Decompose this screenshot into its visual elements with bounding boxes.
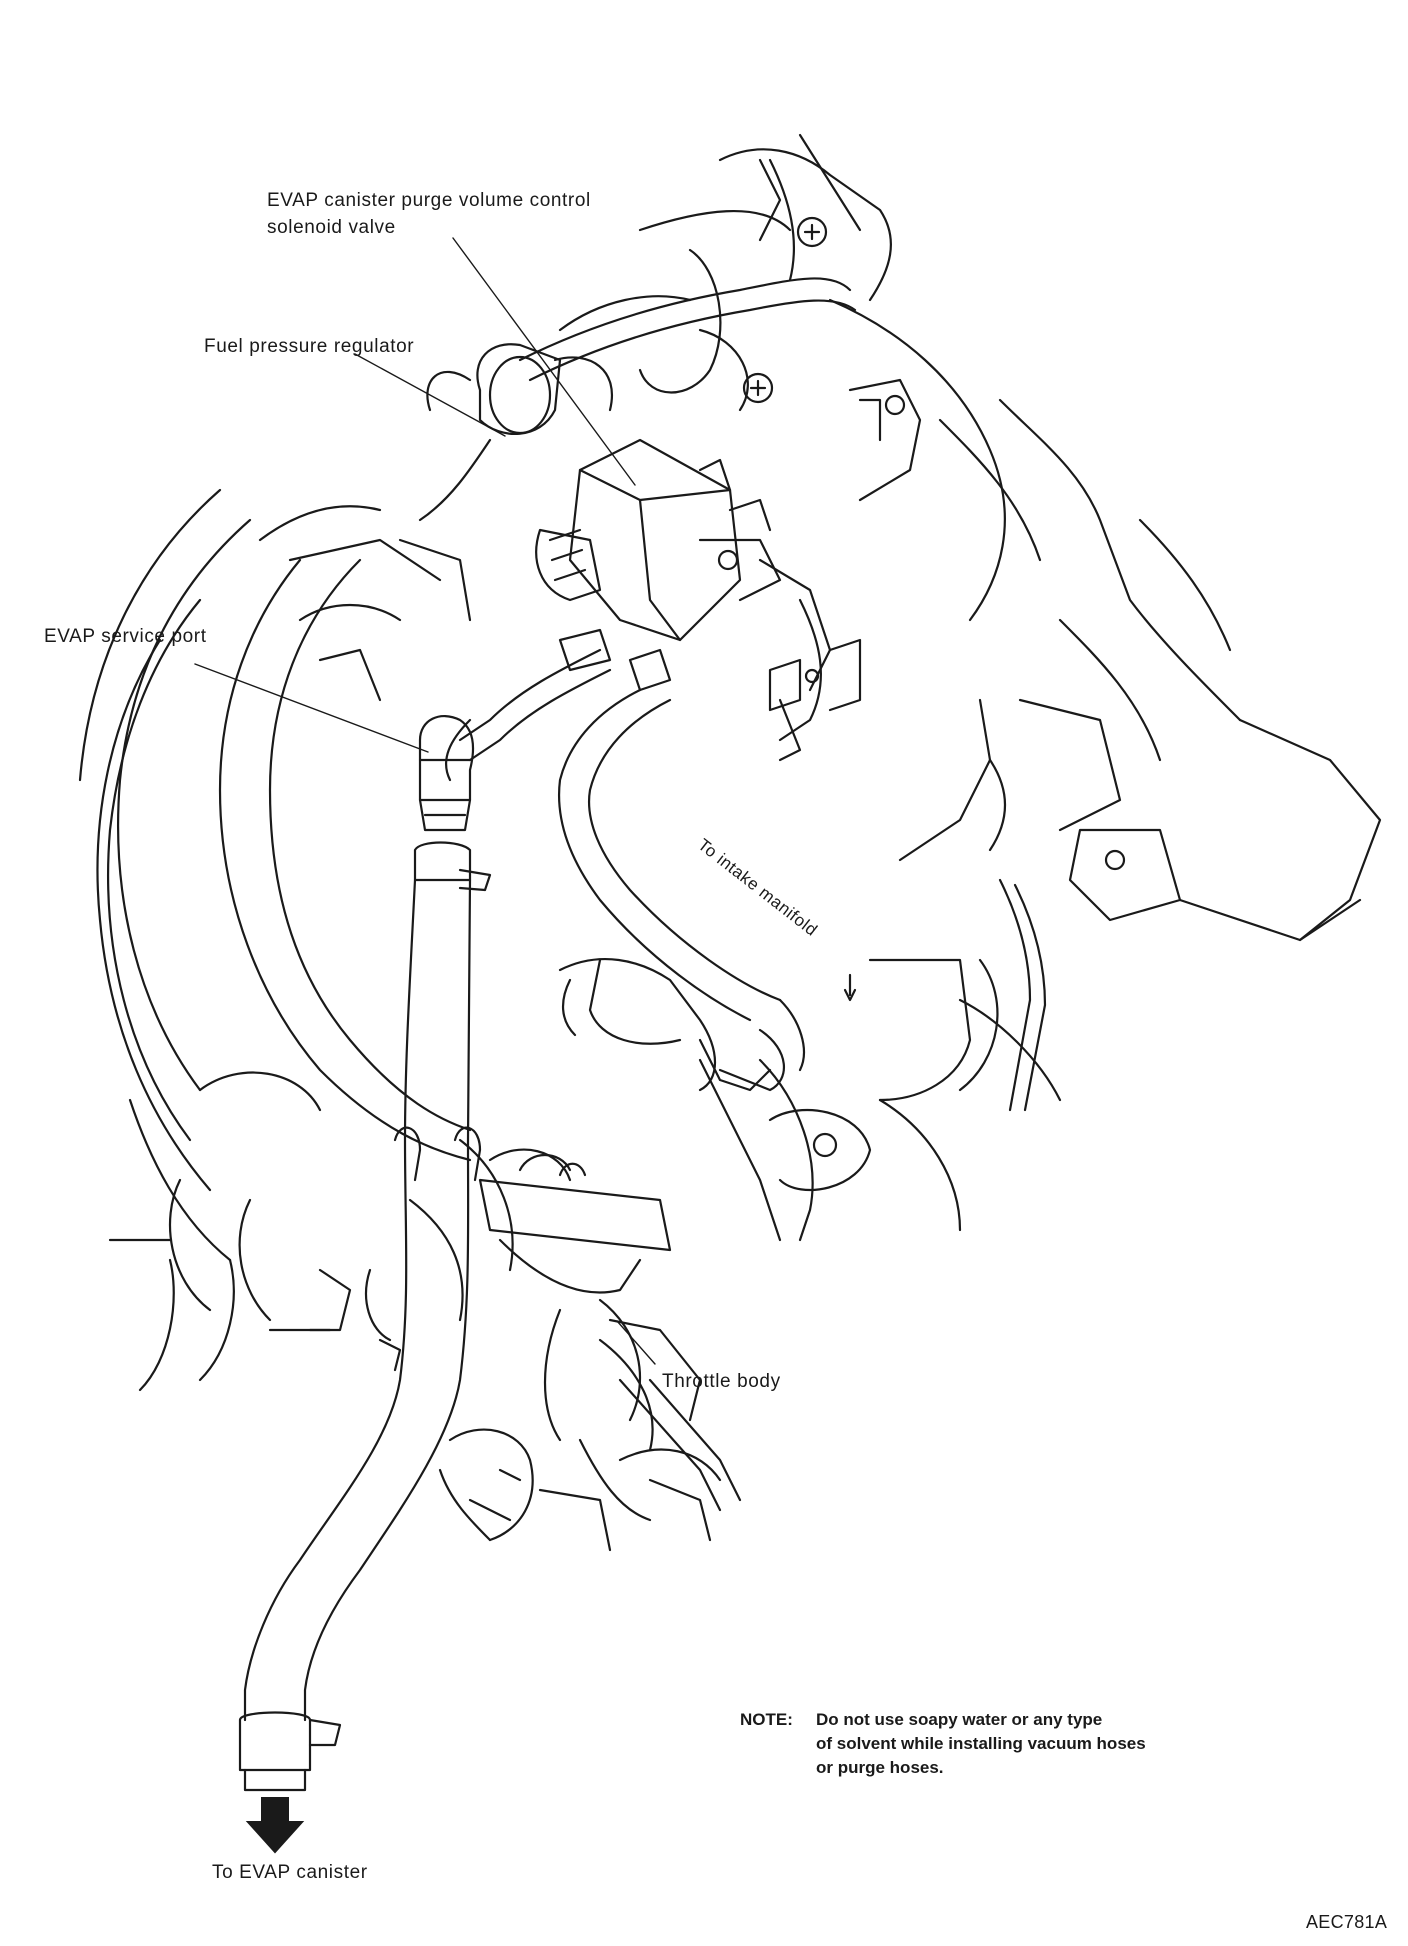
screw-icon — [742, 372, 774, 404]
hose-to-evap-canister — [238, 878, 482, 1792]
engine-outline-upper — [698, 133, 1382, 1242]
bolt-hole-icon — [812, 1132, 838, 1158]
note-line-2: of solvent while installing vacuum hoses — [816, 1734, 1146, 1753]
fuel-pressure-regulator — [418, 343, 613, 522]
label-fuel-pressure-regulator: Fuel pressure regulator — [204, 336, 415, 357]
leader-line-purge-valve — [452, 237, 636, 486]
note-line-1: Do not use soapy water or any type — [816, 1710, 1103, 1729]
label-purge-valve-line2: solenoid valve — [267, 217, 396, 238]
purge-solenoid-valve — [535, 438, 862, 762]
leader-lines — [194, 237, 656, 1365]
label-purge-valve-line1: EVAP canister purge volume control — [267, 190, 591, 211]
bolt-hole-icon — [717, 549, 739, 571]
throttle-body — [308, 1148, 742, 1552]
label-evap-service-port: EVAP service port — [44, 626, 207, 647]
bolt-hole-icon — [884, 394, 906, 416]
screw-icon — [796, 216, 828, 248]
hose-to-intake-manifold — [558, 688, 857, 1092]
flow-direction-arrow-icon — [245, 1797, 305, 1854]
leader-line-evap-service-port — [194, 663, 429, 753]
figure-code: AEC781A — [1306, 1912, 1388, 1932]
fuel-pipe — [518, 158, 922, 502]
evap-service-port — [413, 715, 492, 892]
note-text: Do not use soapy water or any type of so… — [816, 1708, 1146, 1780]
leader-line-throttle-body — [616, 1320, 656, 1365]
purge-hose-to-service-port — [445, 628, 672, 782]
note-line-3: or purge hoses. — [816, 1758, 944, 1777]
label-throttle-body: Throttle body — [662, 1371, 781, 1392]
bolt-hole-icon — [1104, 849, 1126, 871]
bolt-hole-icon — [804, 668, 820, 684]
label-to-evap-canister: To EVAP canister — [212, 1862, 368, 1883]
note-prefix: NOTE: — [740, 1710, 793, 1729]
leader-line-fuel-pressure-regulator — [354, 353, 506, 437]
